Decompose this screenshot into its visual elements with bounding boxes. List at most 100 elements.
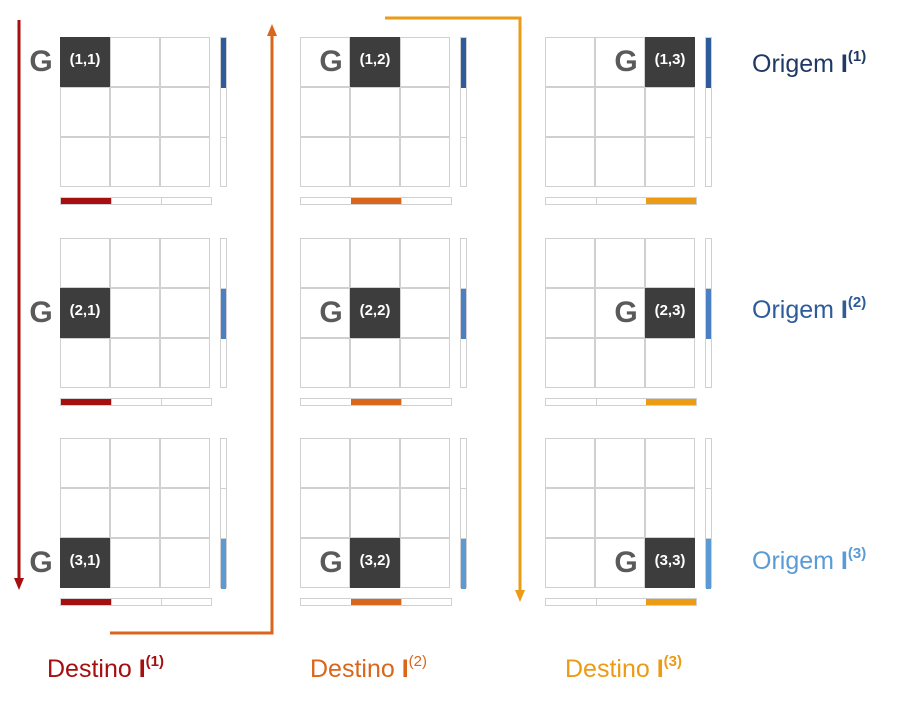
grid-symbol-g: G xyxy=(29,45,53,78)
cell-index-label: (2,3) xyxy=(654,302,686,319)
bar-divider xyxy=(461,488,466,489)
grid-cell xyxy=(300,488,350,538)
grid-cell xyxy=(160,288,210,338)
block-grid-3-1: (3,1) xyxy=(60,438,210,588)
origin-label-superscript: (1) xyxy=(847,48,867,65)
grid-cell xyxy=(110,288,160,338)
origin-bar-segment xyxy=(461,539,466,589)
grid-cell xyxy=(595,37,645,87)
bar-divider xyxy=(401,399,402,405)
origin-label-text: Origem xyxy=(752,547,841,575)
grid-cell xyxy=(60,438,110,488)
arrow-1-head xyxy=(14,578,24,590)
origin-label-symbol: I xyxy=(840,50,848,78)
active-cell: (1,3) xyxy=(645,37,695,87)
bar-divider xyxy=(461,137,466,138)
destination-bar xyxy=(60,197,212,205)
origin-bar xyxy=(460,238,467,388)
bar-divider xyxy=(596,198,597,204)
destination-label-superscript: (2) xyxy=(408,653,428,670)
grid-cell xyxy=(110,338,160,388)
grid-cell xyxy=(160,87,210,137)
origin-label-superscript: (3) xyxy=(847,545,867,562)
grid-cell xyxy=(160,238,210,288)
grid-cell xyxy=(400,438,450,488)
block-grid-2-1: (2,1) xyxy=(60,238,210,388)
grid-cell xyxy=(400,37,450,87)
origin-label-3: Origem I(3) xyxy=(752,545,867,576)
origin-label-1: Origem I(1) xyxy=(752,48,867,79)
grid-symbol-g: G xyxy=(319,45,343,78)
grid-cell xyxy=(595,288,645,338)
destination-bar xyxy=(545,398,697,406)
destination-label-1: Destino I(1) xyxy=(47,653,164,684)
origin-bar-segment xyxy=(706,289,711,339)
grid-cell xyxy=(400,538,450,588)
grid-cell xyxy=(110,438,160,488)
bar-divider xyxy=(596,399,597,405)
bar-divider xyxy=(706,288,711,289)
destination-label-3: Destino I(3) xyxy=(565,653,683,684)
bar-divider xyxy=(706,538,711,539)
destination-label-symbol: I xyxy=(656,655,664,683)
destination-label-symbol: I xyxy=(138,655,146,683)
grid-cell xyxy=(400,87,450,137)
cell-index-label: (1,3) xyxy=(654,51,686,68)
destination-bar xyxy=(60,598,212,606)
grid-cell xyxy=(160,338,210,388)
active-cell: (2,1) xyxy=(60,288,110,338)
grid-cell xyxy=(645,87,695,137)
block-grid-1-1: (1,1) xyxy=(60,37,210,187)
origin-bar-segment xyxy=(706,38,711,88)
grid-cell xyxy=(350,137,400,187)
grid-cell xyxy=(645,238,695,288)
grid-cell xyxy=(595,488,645,538)
block-grid-1-2: (1,2) xyxy=(300,37,450,187)
active-cell: (1,1) xyxy=(60,37,110,87)
destination-bar xyxy=(60,398,212,406)
origin-bar-segment xyxy=(221,539,226,589)
destination-bar-segment xyxy=(351,198,401,204)
destination-bar xyxy=(545,197,697,205)
cell-index-label: (3,3) xyxy=(654,552,686,569)
grid-cell xyxy=(300,87,350,137)
block-grid-3-2: (3,2) xyxy=(300,438,450,588)
destination-bar xyxy=(545,598,697,606)
destination-bar-segment xyxy=(646,399,696,405)
origin-bar xyxy=(460,438,467,589)
grid-cell xyxy=(545,488,595,538)
bar-divider xyxy=(706,137,711,138)
grid-cell xyxy=(110,238,160,288)
destination-bar-segment xyxy=(61,399,111,405)
destination-label-text: Destino xyxy=(310,655,402,683)
bar-divider xyxy=(461,288,466,289)
bar-divider xyxy=(221,137,226,138)
grid-cell xyxy=(60,488,110,538)
grid-cell xyxy=(400,137,450,187)
destination-label-superscript: (3) xyxy=(663,653,683,670)
destination-label-text: Destino xyxy=(565,655,657,683)
destination-bar-segment xyxy=(646,599,696,605)
destination-bar xyxy=(300,197,452,205)
grid-cell xyxy=(350,87,400,137)
cell-index-label: (2,2) xyxy=(359,302,391,319)
grid-symbol-g: G xyxy=(29,296,53,329)
destination-label-symbol: I xyxy=(401,655,409,683)
grid-cell xyxy=(400,338,450,388)
grid-cell xyxy=(645,438,695,488)
grid-cell xyxy=(645,488,695,538)
grid-cell xyxy=(110,538,160,588)
bar-divider xyxy=(161,198,162,204)
grid-cell xyxy=(300,338,350,388)
bar-divider xyxy=(401,198,402,204)
bar-divider xyxy=(111,599,112,605)
cell-index-label: (3,1) xyxy=(69,552,101,569)
grid-cell xyxy=(545,538,595,588)
destination-bar-segment xyxy=(61,599,111,605)
origin-label-superscript: (2) xyxy=(847,294,867,311)
grid-cell xyxy=(645,338,695,388)
bar-divider xyxy=(221,538,226,539)
block-grid-3-3: (3,3) xyxy=(545,438,695,588)
bar-divider xyxy=(161,599,162,605)
